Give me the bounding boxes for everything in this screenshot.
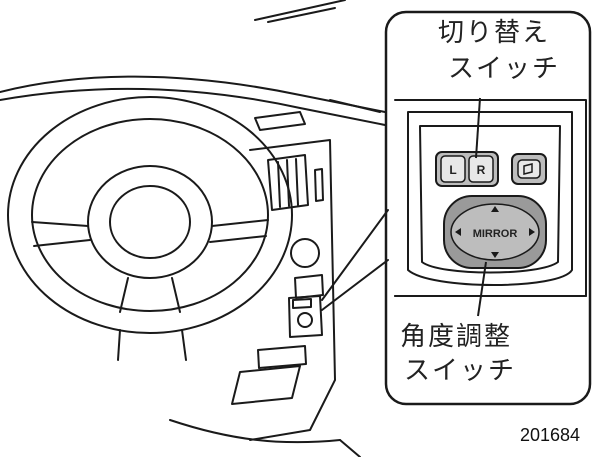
steering-spoke-bottom xyxy=(120,278,180,312)
steering-spoke-left xyxy=(32,222,90,246)
defroster-vent xyxy=(255,112,305,130)
dash-right-edge xyxy=(330,100,380,112)
windshield-pillar xyxy=(255,0,345,20)
steering-wheel-hub xyxy=(110,186,190,258)
angle-switch-label-line-1: 角度調整 xyxy=(400,322,512,352)
console-dial xyxy=(291,239,319,267)
console-switch-buttons xyxy=(293,299,311,308)
steering-column xyxy=(118,330,186,360)
angle-callout-pointer xyxy=(478,262,486,316)
figure-number: 201684 xyxy=(520,425,580,446)
vent-knob xyxy=(315,169,323,201)
console-lower-panel xyxy=(258,346,306,368)
steering-wheel-rim-inner xyxy=(32,119,268,311)
steering-wheel-rim-outer xyxy=(8,97,292,333)
console-mirror-knob xyxy=(298,313,312,327)
selector-switch-label-line-2: スイッチ xyxy=(448,54,560,84)
selector-callout-pointer xyxy=(476,98,480,158)
console-tray xyxy=(232,366,300,404)
angle-adjust-switch: MIRROR xyxy=(444,196,546,268)
mirror-key-label: MIRROR xyxy=(473,228,518,240)
dashboard-upper-line xyxy=(0,89,385,125)
fold-switch xyxy=(512,154,546,184)
door-line xyxy=(340,440,360,457)
dashboard-top-line xyxy=(0,77,385,112)
right-key-label: R xyxy=(477,163,486,177)
floor-line xyxy=(170,420,340,442)
steering-wheel-horn-pad xyxy=(88,166,212,278)
selector-switch: L R xyxy=(436,152,498,186)
console-panel xyxy=(295,275,323,298)
steering-spoke-right xyxy=(210,220,268,242)
angle-switch-label-line-2: スイッチ xyxy=(404,356,516,386)
left-key-label: L xyxy=(449,163,456,177)
selector-switch-label-line-1: 切り替え xyxy=(438,18,550,48)
center-vent-slats xyxy=(278,159,298,207)
